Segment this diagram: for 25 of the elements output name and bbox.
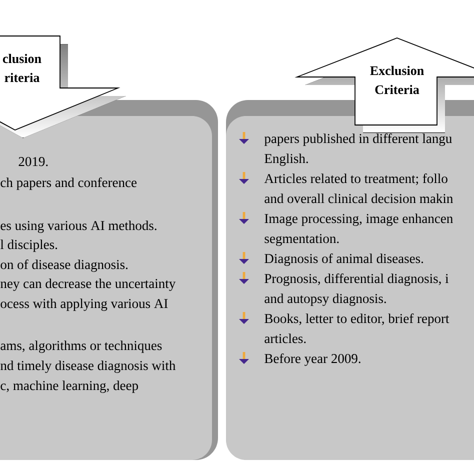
list-item-text: and overall clinical decision makin <box>264 194 453 204</box>
list-panel <box>0 100 218 460</box>
list-item-text: Books, letter to editor, brief report <box>264 314 450 326</box>
list-item-text: nd timely disease diagnosis with <box>0 360 176 373</box>
list-item-text: Prognosis, differential diagnosis, i <box>264 274 449 286</box>
node-label: Exclusion Criteria <box>370 66 424 94</box>
list-item-text: c, machine learning, deep <box>0 380 138 393</box>
list-item-text: Diagnosis of animal diseases. <box>264 254 424 266</box>
list-item-text: l disciples. <box>0 240 58 252</box>
list-item-text: 2019. <box>18 157 48 166</box>
list-item-text: and autopsy diagnosis. <box>264 294 386 306</box>
list-item-text: Before year 2009. <box>264 354 360 366</box>
list-panel <box>226 100 474 460</box>
list-item-text: ch papers and conference <box>0 178 137 190</box>
list-item-text: on of disease diagnosis. <box>0 260 128 272</box>
list-item-text: es using various AI methods. <box>0 220 156 233</box>
list-item-text: Image processing, image enhancen <box>264 214 453 226</box>
list-item-text: segmentation. <box>264 234 339 246</box>
list-item-text: articles. <box>264 334 306 344</box>
list-item-text: ney can decrease the uncertainty <box>0 278 176 291</box>
list-item-text: Articles related to treatment; follo <box>264 174 448 186</box>
list-item-text: ams, algorithms or techniques <box>0 340 162 353</box>
list-item-text: ocess with applying various AI <box>0 298 168 311</box>
list-item-text: English. <box>264 154 308 166</box>
list-item-text: papers published in different langu <box>264 134 452 146</box>
